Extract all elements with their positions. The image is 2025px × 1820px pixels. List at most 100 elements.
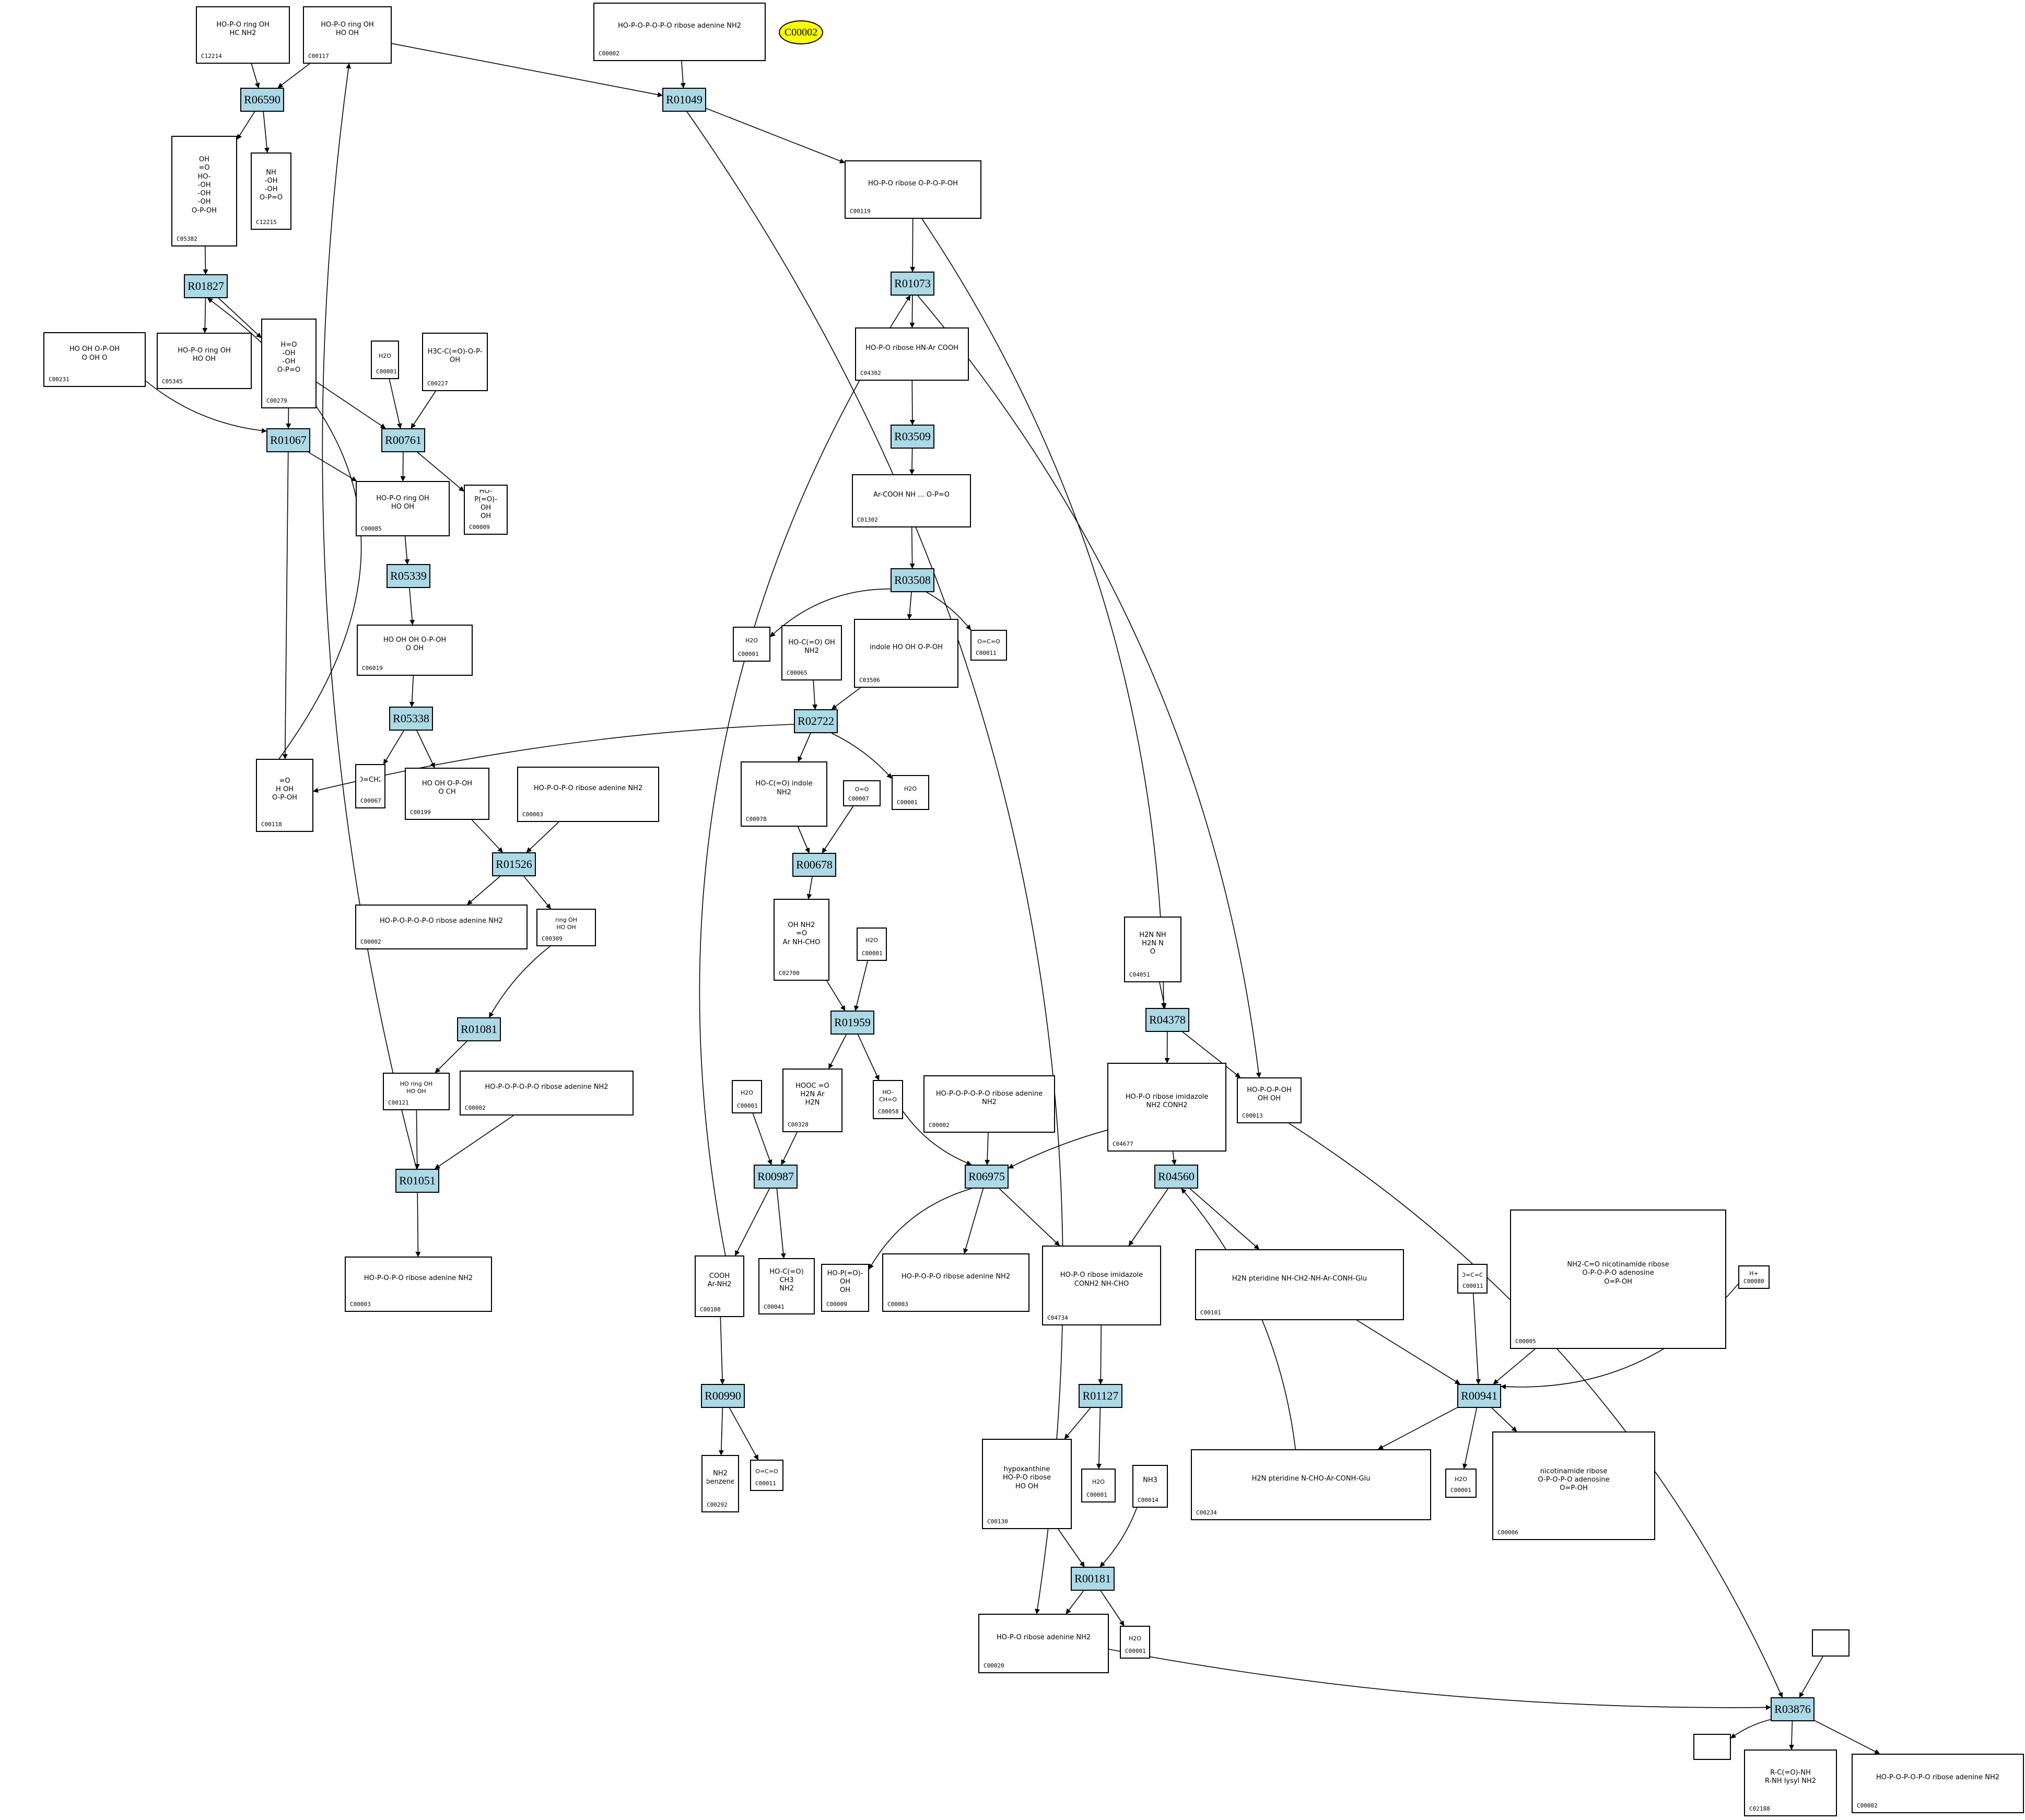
edge-r06590-to-c05382 bbox=[237, 111, 255, 140]
structure-formula: HO-P-O-P-OH OH OH bbox=[1247, 1086, 1292, 1102]
reaction-node-r01959[interactable]: R01959 bbox=[830, 1011, 874, 1035]
compound-node-c00067[interactable]: O=CH2C00067 bbox=[355, 764, 385, 808]
reaction-node-r01067[interactable]: R01067 bbox=[266, 428, 310, 452]
edge-c06019-to-r05338 bbox=[409, 675, 415, 707]
compound-node-c00005[interactable]: NH2-C=O nicotinamide ribose O-P-O-P-O ad… bbox=[1510, 1210, 1726, 1349]
reaction-node-r06590[interactable]: R06590 bbox=[240, 88, 284, 112]
reaction-node-r05339[interactable]: R05339 bbox=[387, 564, 430, 588]
reaction-node-r03508[interactable]: R03508 bbox=[891, 568, 934, 592]
reaction-node-r01827[interactable]: R01827 bbox=[184, 274, 228, 298]
reaction-node-r01081[interactable]: R01081 bbox=[457, 1017, 501, 1041]
reaction-node-r00678[interactable]: R00678 bbox=[792, 853, 836, 877]
edge-r01526-to-c00309 bbox=[523, 876, 551, 909]
structure-formula: HO OH OH O-P-OH O OH bbox=[383, 636, 447, 652]
edge-c00020-to-r03876 bbox=[1108, 1649, 1771, 1710]
compound-node-c00006[interactable]: nicotinamide ribose O-P-O-P-O adenosine … bbox=[1492, 1431, 1655, 1540]
highlight-compound-c00002[interactable]: C00002 bbox=[779, 20, 823, 44]
reaction-node-r00181[interactable]: R00181 bbox=[1071, 1567, 1115, 1591]
reaction-node-r01051[interactable]: R01051 bbox=[395, 1169, 439, 1193]
compound-id-label: C00001 bbox=[376, 368, 397, 375]
reaction-node-r05338[interactable]: R05338 bbox=[389, 707, 433, 731]
reaction-node-r01049[interactable]: R01049 bbox=[662, 88, 706, 112]
reaction-node-r06975[interactable]: R06975 bbox=[965, 1165, 1009, 1189]
reaction-node-r04560[interactable]: R04560 bbox=[1154, 1165, 1198, 1189]
edge-c00121-to-r01051 bbox=[414, 1110, 420, 1169]
reaction-node-r01073[interactable]: R01073 bbox=[891, 272, 934, 296]
reaction-node-r02722[interactable]: R02722 bbox=[794, 709, 838, 733]
reaction-node-r00990[interactable]: R00990 bbox=[701, 1384, 745, 1408]
compound-node-blank1[interactable] bbox=[1812, 1629, 1850, 1657]
reaction-node-r00941[interactable]: R00941 bbox=[1457, 1384, 1501, 1408]
reaction-node-r00761[interactable]: R00761 bbox=[381, 428, 425, 452]
compound-node-blank2[interactable] bbox=[1693, 1734, 1731, 1760]
reaction-node-r04378[interactable]: R04378 bbox=[1145, 1008, 1189, 1032]
reaction-node-r00987[interactable]: R00987 bbox=[754, 1165, 798, 1189]
reaction-node-r03509[interactable]: R03509 bbox=[891, 425, 934, 449]
compound-id-label: C00001 bbox=[1086, 1492, 1107, 1498]
compound-node-c00080[interactable]: H+C00080 bbox=[1738, 1265, 1770, 1289]
reaction-node-r01127[interactable]: R01127 bbox=[1079, 1384, 1122, 1408]
edge-c00309-to-r01081 bbox=[488, 946, 551, 1018]
reaction-node-r03876[interactable]: R03876 bbox=[1771, 1697, 1815, 1721]
reaction-node-r01526[interactable]: R01526 bbox=[492, 852, 536, 876]
